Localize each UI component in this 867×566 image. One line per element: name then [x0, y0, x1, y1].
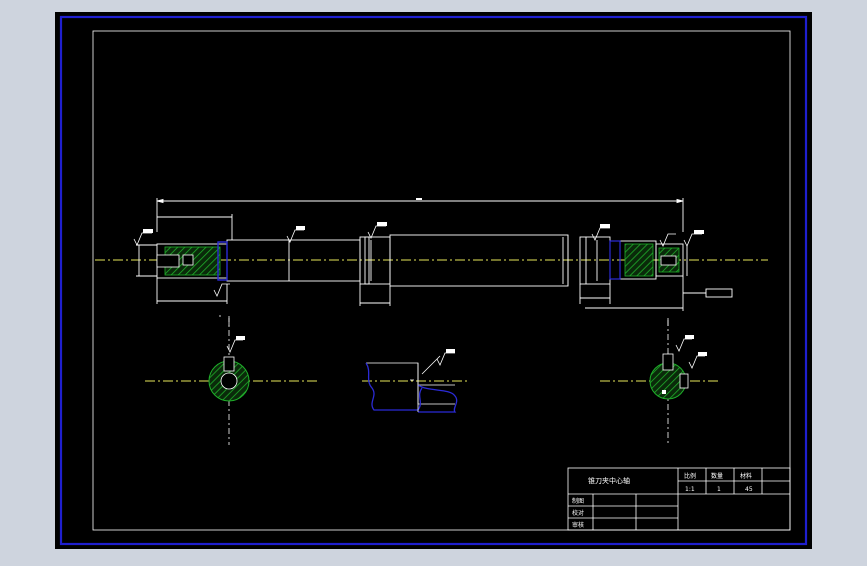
- detail-roughness: [410, 349, 455, 381]
- drawing-sheet: [55, 12, 812, 549]
- left-section-bore: [220, 372, 238, 390]
- title-col-material: 材料: [740, 472, 752, 480]
- right-break-line: [609, 240, 621, 280]
- left-section-key: [223, 356, 235, 372]
- right-section-roughness: [675, 335, 707, 369]
- roughness-symbols: [133, 222, 704, 297]
- left-break-line: [217, 241, 228, 281]
- title-scale-value: 1:1: [685, 486, 695, 493]
- left-hole: [182, 254, 194, 266]
- title-approved-label: 审核: [572, 521, 584, 529]
- right-section-mark: [662, 390, 666, 394]
- right-section-flat: [679, 373, 689, 389]
- right-keyway: [660, 255, 677, 266]
- title-col-scale: 比例: [684, 472, 696, 480]
- title-material-value: 45: [745, 486, 753, 493]
- detail-break-left: [365, 362, 423, 411]
- inner-border: [92, 30, 791, 531]
- outer-border: [59, 15, 808, 546]
- left-keyway: [156, 254, 180, 268]
- title-col-qty: 数量: [711, 472, 723, 480]
- title-drawn-label: 制图: [572, 497, 584, 505]
- left-section-roughness: [226, 336, 245, 353]
- title-block: [567, 467, 791, 531]
- title-checked-label: 校对: [572, 509, 584, 517]
- right-section-key: [662, 353, 674, 371]
- title-part-name: 锥刀夹中心轴: [588, 476, 630, 485]
- detail-break-right: [417, 384, 458, 413]
- right-section-hatch: [624, 243, 654, 277]
- title-qty-value: 1: [717, 486, 721, 493]
